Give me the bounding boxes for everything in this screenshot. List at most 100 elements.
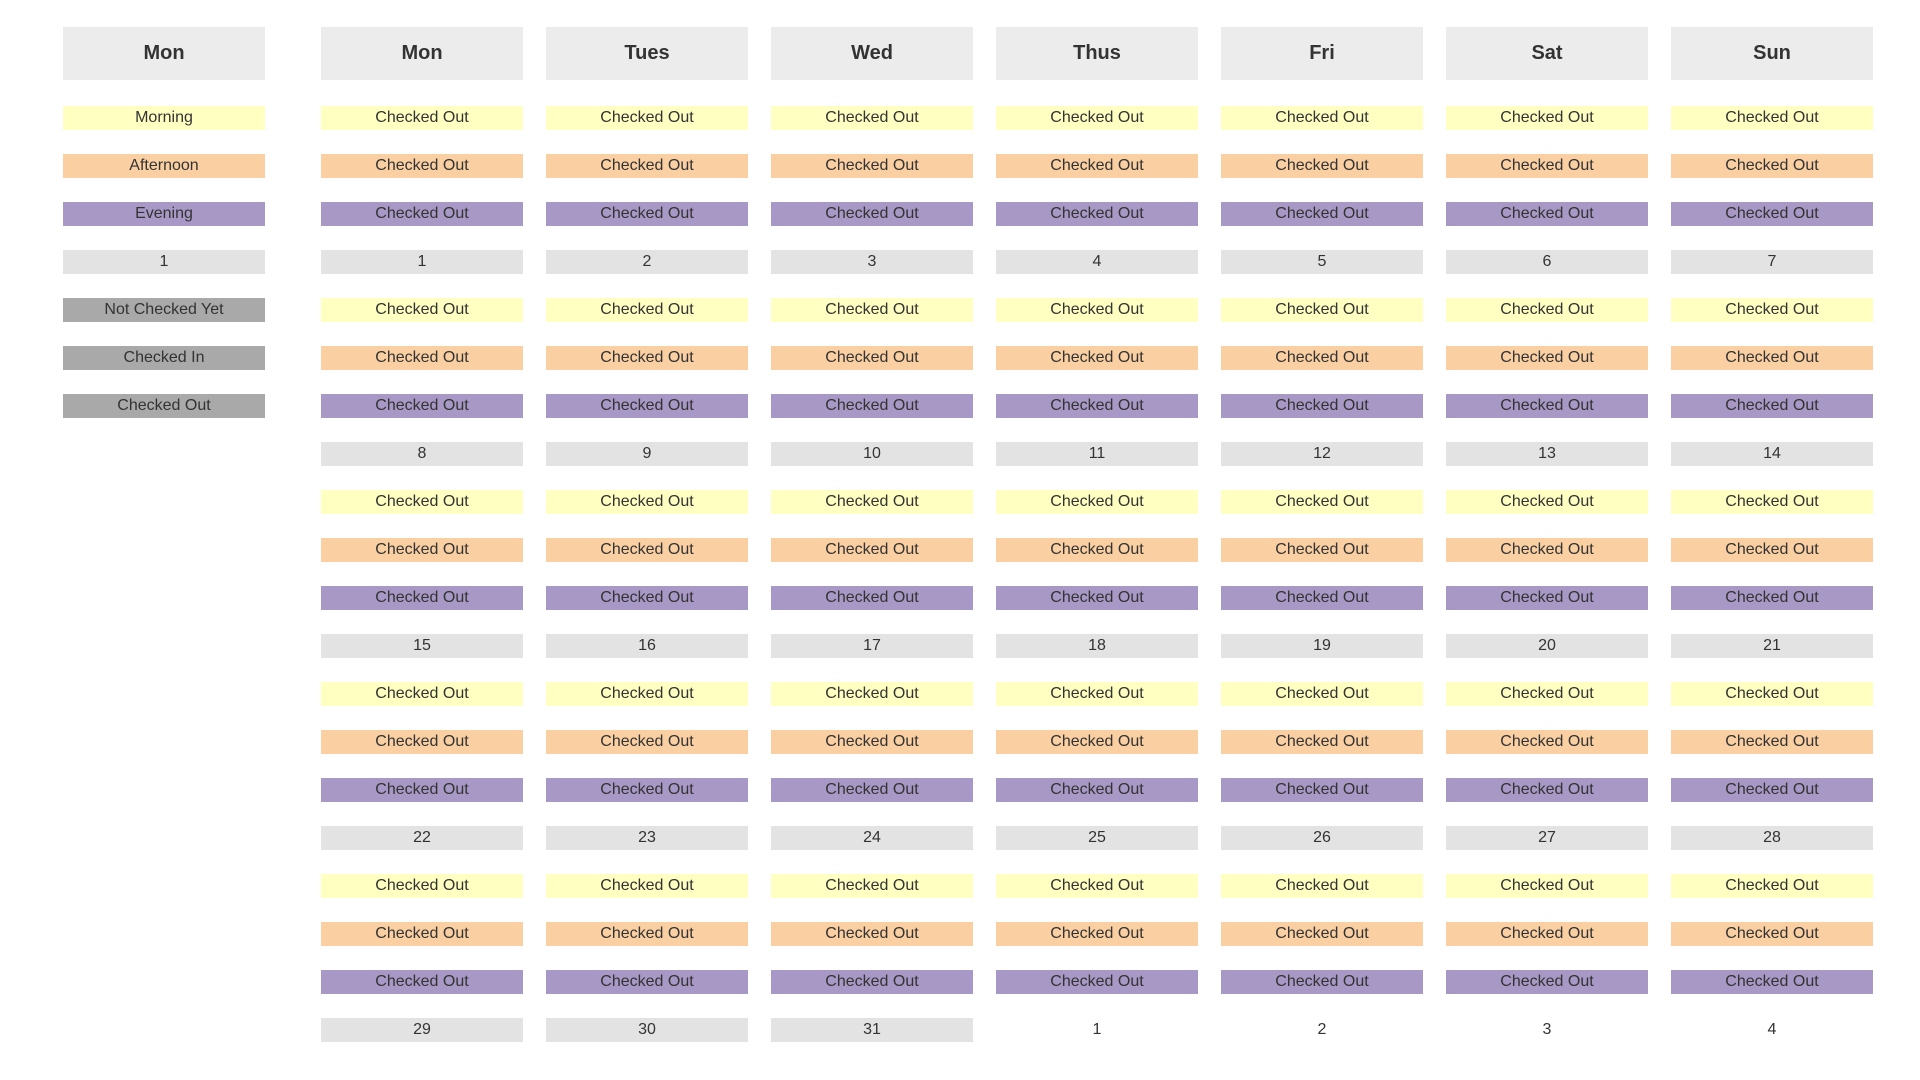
slot-morning-status[interactable]: Checked Out — [546, 298, 748, 322]
slot-evening-status[interactable]: Checked Out — [1221, 202, 1423, 226]
slot-afternoon-status[interactable]: Checked Out — [1671, 538, 1873, 562]
slot-morning-status[interactable]: Checked Out — [321, 682, 523, 706]
slot-morning-status[interactable]: Checked Out — [771, 490, 973, 514]
slot-afternoon-status[interactable]: Checked Out — [546, 922, 748, 946]
slot-evening-status[interactable]: Checked Out — [1671, 970, 1873, 994]
slot-afternoon-status[interactable]: Checked Out — [996, 730, 1198, 754]
slot-evening-status[interactable]: Checked Out — [771, 394, 973, 418]
slot-morning-status[interactable]: Checked Out — [1671, 490, 1873, 514]
slot-morning-status[interactable]: Checked Out — [1671, 298, 1873, 322]
slot-morning-status[interactable]: Checked Out — [996, 490, 1198, 514]
slot-afternoon-status[interactable]: Checked Out — [771, 730, 973, 754]
slot-afternoon-status[interactable]: Checked Out — [1221, 730, 1423, 754]
slot-morning-status[interactable]: Checked Out — [1446, 682, 1648, 706]
slot-evening-status[interactable]: Checked Out — [321, 970, 523, 994]
slot-morning-status[interactable]: Checked Out — [1221, 106, 1423, 130]
slot-morning-status[interactable]: Checked Out — [771, 298, 973, 322]
slot-afternoon-status[interactable]: Checked Out — [1671, 922, 1873, 946]
slot-afternoon-status[interactable]: Checked Out — [1221, 154, 1423, 178]
slot-evening-status[interactable]: Checked Out — [1671, 202, 1873, 226]
slot-evening-status[interactable]: Checked Out — [546, 586, 748, 610]
slot-morning-status[interactable]: Checked Out — [996, 682, 1198, 706]
slot-evening-status[interactable]: Checked Out — [996, 778, 1198, 802]
slot-evening-status[interactable]: Checked Out — [771, 586, 973, 610]
slot-afternoon-status[interactable]: Checked Out — [996, 922, 1198, 946]
slot-evening-status[interactable]: Checked Out — [1221, 394, 1423, 418]
slot-afternoon-status[interactable]: Checked Out — [771, 922, 973, 946]
slot-morning-status[interactable]: Checked Out — [1221, 298, 1423, 322]
slot-afternoon-status[interactable]: Checked Out — [1671, 154, 1873, 178]
slot-afternoon-status[interactable]: Checked Out — [321, 730, 523, 754]
slot-afternoon-status[interactable]: Checked Out — [1446, 922, 1648, 946]
slot-afternoon-status[interactable]: Checked Out — [771, 154, 973, 178]
slot-evening-status[interactable]: Checked Out — [996, 970, 1198, 994]
slot-evening-status[interactable]: Checked Out — [321, 778, 523, 802]
slot-afternoon-status[interactable]: Checked Out — [1221, 346, 1423, 370]
slot-evening-status[interactable]: Checked Out — [546, 778, 748, 802]
slot-morning-status[interactable]: Checked Out — [546, 106, 748, 130]
slot-morning-status[interactable]: Checked Out — [1446, 298, 1648, 322]
slot-afternoon-status[interactable]: Checked Out — [546, 346, 748, 370]
slot-afternoon-status[interactable]: Checked Out — [321, 538, 523, 562]
slot-afternoon-status[interactable]: Checked Out — [996, 346, 1198, 370]
slot-evening-status[interactable]: Checked Out — [546, 394, 748, 418]
slot-evening-status[interactable]: Checked Out — [1671, 586, 1873, 610]
slot-evening-status[interactable]: Checked Out — [1221, 778, 1423, 802]
slot-evening-status[interactable]: Checked Out — [1446, 586, 1648, 610]
slot-evening-status[interactable]: Checked Out — [771, 970, 973, 994]
slot-evening-status[interactable]: Checked Out — [771, 202, 973, 226]
slot-evening-status[interactable]: Checked Out — [996, 202, 1198, 226]
slot-morning-status[interactable]: Checked Out — [321, 874, 523, 898]
slot-morning-status[interactable]: Checked Out — [1671, 106, 1873, 130]
slot-evening-status[interactable]: Checked Out — [1446, 394, 1648, 418]
slot-evening-status[interactable]: Checked Out — [1221, 586, 1423, 610]
slot-morning-status[interactable]: Checked Out — [771, 682, 973, 706]
slot-afternoon-status[interactable]: Checked Out — [546, 154, 748, 178]
slot-afternoon-status[interactable]: Checked Out — [1446, 346, 1648, 370]
slot-morning-status[interactable]: Checked Out — [321, 106, 523, 130]
slot-evening-status[interactable]: Checked Out — [1671, 778, 1873, 802]
slot-afternoon-status[interactable]: Checked Out — [1671, 346, 1873, 370]
slot-evening-status[interactable]: Checked Out — [546, 202, 748, 226]
slot-afternoon-status[interactable]: Checked Out — [1446, 538, 1648, 562]
slot-morning-status[interactable]: Checked Out — [1446, 106, 1648, 130]
slot-morning-status[interactable]: Checked Out — [321, 490, 523, 514]
slot-afternoon-status[interactable]: Checked Out — [546, 730, 748, 754]
slot-evening-status[interactable]: Checked Out — [546, 970, 748, 994]
slot-morning-status[interactable]: Checked Out — [771, 106, 973, 130]
slot-evening-status[interactable]: Checked Out — [321, 394, 523, 418]
slot-afternoon-status[interactable]: Checked Out — [996, 538, 1198, 562]
slot-afternoon-status[interactable]: Checked Out — [996, 154, 1198, 178]
slot-morning-status[interactable]: Checked Out — [1446, 490, 1648, 514]
slot-afternoon-status[interactable]: Checked Out — [1221, 922, 1423, 946]
slot-morning-status[interactable]: Checked Out — [546, 490, 748, 514]
slot-morning-status[interactable]: Checked Out — [546, 874, 748, 898]
slot-afternoon-status[interactable]: Checked Out — [1221, 538, 1423, 562]
slot-afternoon-status[interactable]: Checked Out — [771, 346, 973, 370]
slot-evening-status[interactable]: Checked Out — [1221, 970, 1423, 994]
slot-morning-status[interactable]: Checked Out — [996, 874, 1198, 898]
slot-evening-status[interactable]: Checked Out — [996, 394, 1198, 418]
slot-evening-status[interactable]: Checked Out — [321, 202, 523, 226]
slot-afternoon-status[interactable]: Checked Out — [321, 922, 523, 946]
slot-morning-status[interactable]: Checked Out — [996, 106, 1198, 130]
slot-evening-status[interactable]: Checked Out — [1446, 970, 1648, 994]
slot-evening-status[interactable]: Checked Out — [321, 586, 523, 610]
slot-morning-status[interactable]: Checked Out — [1221, 490, 1423, 514]
slot-afternoon-status[interactable]: Checked Out — [1671, 730, 1873, 754]
slot-morning-status[interactable]: Checked Out — [1221, 874, 1423, 898]
slot-morning-status[interactable]: Checked Out — [771, 874, 973, 898]
slot-evening-status[interactable]: Checked Out — [1446, 202, 1648, 226]
slot-morning-status[interactable]: Checked Out — [1446, 874, 1648, 898]
slot-afternoon-status[interactable]: Checked Out — [771, 538, 973, 562]
slot-afternoon-status[interactable]: Checked Out — [321, 154, 523, 178]
slot-afternoon-status[interactable]: Checked Out — [321, 346, 523, 370]
slot-morning-status[interactable]: Checked Out — [996, 298, 1198, 322]
slot-morning-status[interactable]: Checked Out — [546, 682, 748, 706]
slot-evening-status[interactable]: Checked Out — [996, 586, 1198, 610]
slot-evening-status[interactable]: Checked Out — [771, 778, 973, 802]
slot-morning-status[interactable]: Checked Out — [1221, 682, 1423, 706]
slot-afternoon-status[interactable]: Checked Out — [1446, 154, 1648, 178]
slot-afternoon-status[interactable]: Checked Out — [546, 538, 748, 562]
slot-morning-status[interactable]: Checked Out — [1671, 682, 1873, 706]
